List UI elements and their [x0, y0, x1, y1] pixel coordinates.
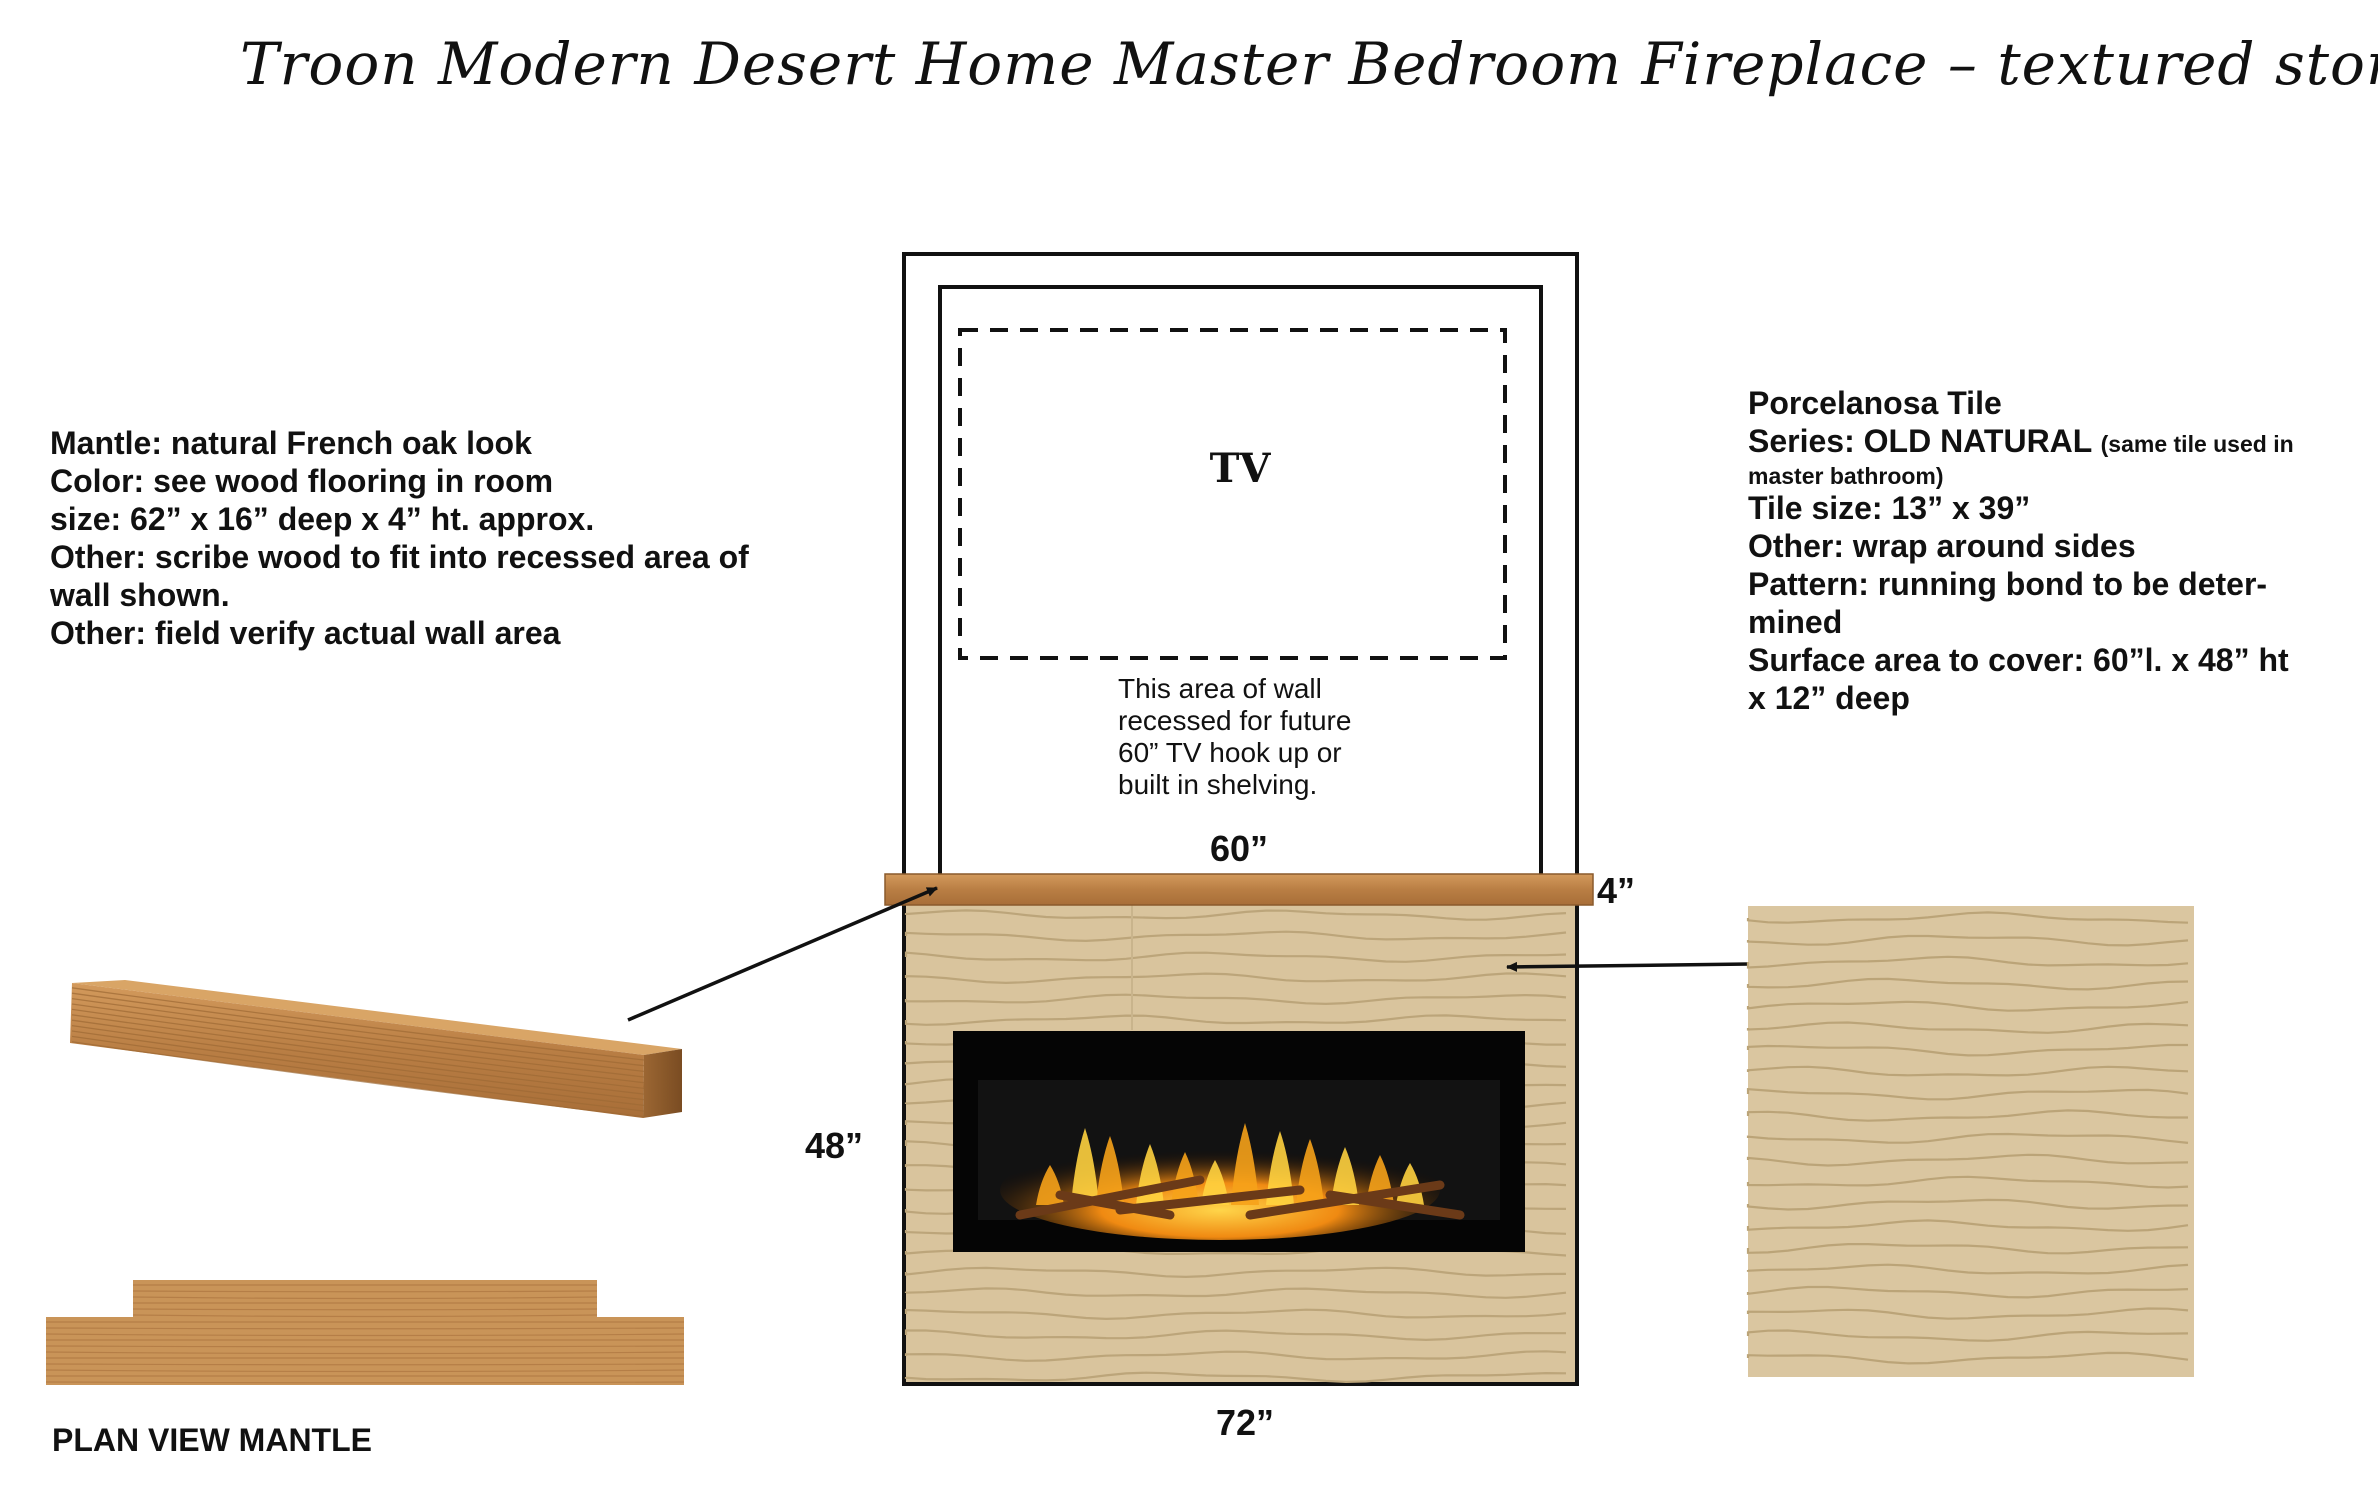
recess-note-line: This area of wall — [1118, 673, 1322, 704]
recessed-wall-area — [938, 285, 1543, 879]
tile-note-line: Porcelanosa Tile — [1748, 385, 2002, 421]
dimension-surround-height: 48” — [805, 1125, 864, 1166]
mantle-arrow — [627, 886, 938, 1022]
mantle-notes: Mantle: natural French oak look Color: s… — [50, 424, 749, 652]
tile-note-line: Pattern: running bond to be deter- — [1748, 566, 2268, 602]
mantle-elevation — [884, 873, 1594, 906]
dimension-mantle-height: 4” — [1597, 870, 1636, 911]
tile-note-line: Other: wrap around sides — [1748, 528, 2136, 564]
dimension-recess-width: 60” — [1210, 828, 1269, 869]
mantle-note-line: Color: see wood flooring in room — [50, 463, 554, 499]
tile-note-line: Surface area to cover: 60”l. x 48” ht — [1748, 642, 2289, 678]
dimension-overall-width: 72” — [1216, 1402, 1275, 1443]
mantle-note-line: wall shown. — [50, 577, 230, 613]
tile-note-line: x 12” deep — [1748, 680, 1910, 716]
tile-sample-swatch — [1746, 906, 2194, 1377]
plan-view-label: PLAN VIEW MANTLE — [52, 1422, 372, 1458]
mantle-note-line: Mantle: natural French oak look — [50, 425, 532, 461]
mantle-note-line: size: 62” x 16” deep x 4” ht. approx. — [50, 501, 595, 537]
flame-icon — [1015, 1123, 1465, 1220]
page-title: Troon Modern Desert Home Master Bedroom … — [240, 30, 2378, 98]
tv-outline — [958, 328, 1507, 660]
tile-series-note-2: master bathroom) — [1748, 463, 1944, 489]
tile-series: Series: OLD NATURAL — [1748, 423, 2092, 459]
tile-series-note: (same tile used in — [2100, 431, 2294, 457]
tile-series-line: Series: OLD NATURAL (same tile used in — [1748, 422, 2294, 463]
recess-note-line: recessed for future — [1118, 705, 1352, 736]
tv-label: TV — [1209, 445, 1271, 492]
recess-note: This area of wall recessed for future 60… — [1118, 673, 1438, 801]
tile-note-line: Tile size: 13” x 39” — [1748, 490, 2031, 526]
tile-note-line: mined — [1748, 604, 1843, 640]
recess-note-line: 60” TV hook up or — [1118, 737, 1342, 768]
mantle-beam-image — [70, 980, 682, 1118]
tile-notes: Porcelanosa Tile Series: OLD NATURAL (sa… — [1748, 384, 2294, 717]
plan-view-mantle — [45, 1280, 685, 1385]
firebox — [953, 1031, 1525, 1252]
mantle-note-line: Other: field verify actual wall area — [50, 615, 561, 651]
mantle-note-line: Other: scribe wood to fit into recessed … — [50, 539, 749, 575]
recess-note-line: built in shelving. — [1118, 769, 1318, 800]
